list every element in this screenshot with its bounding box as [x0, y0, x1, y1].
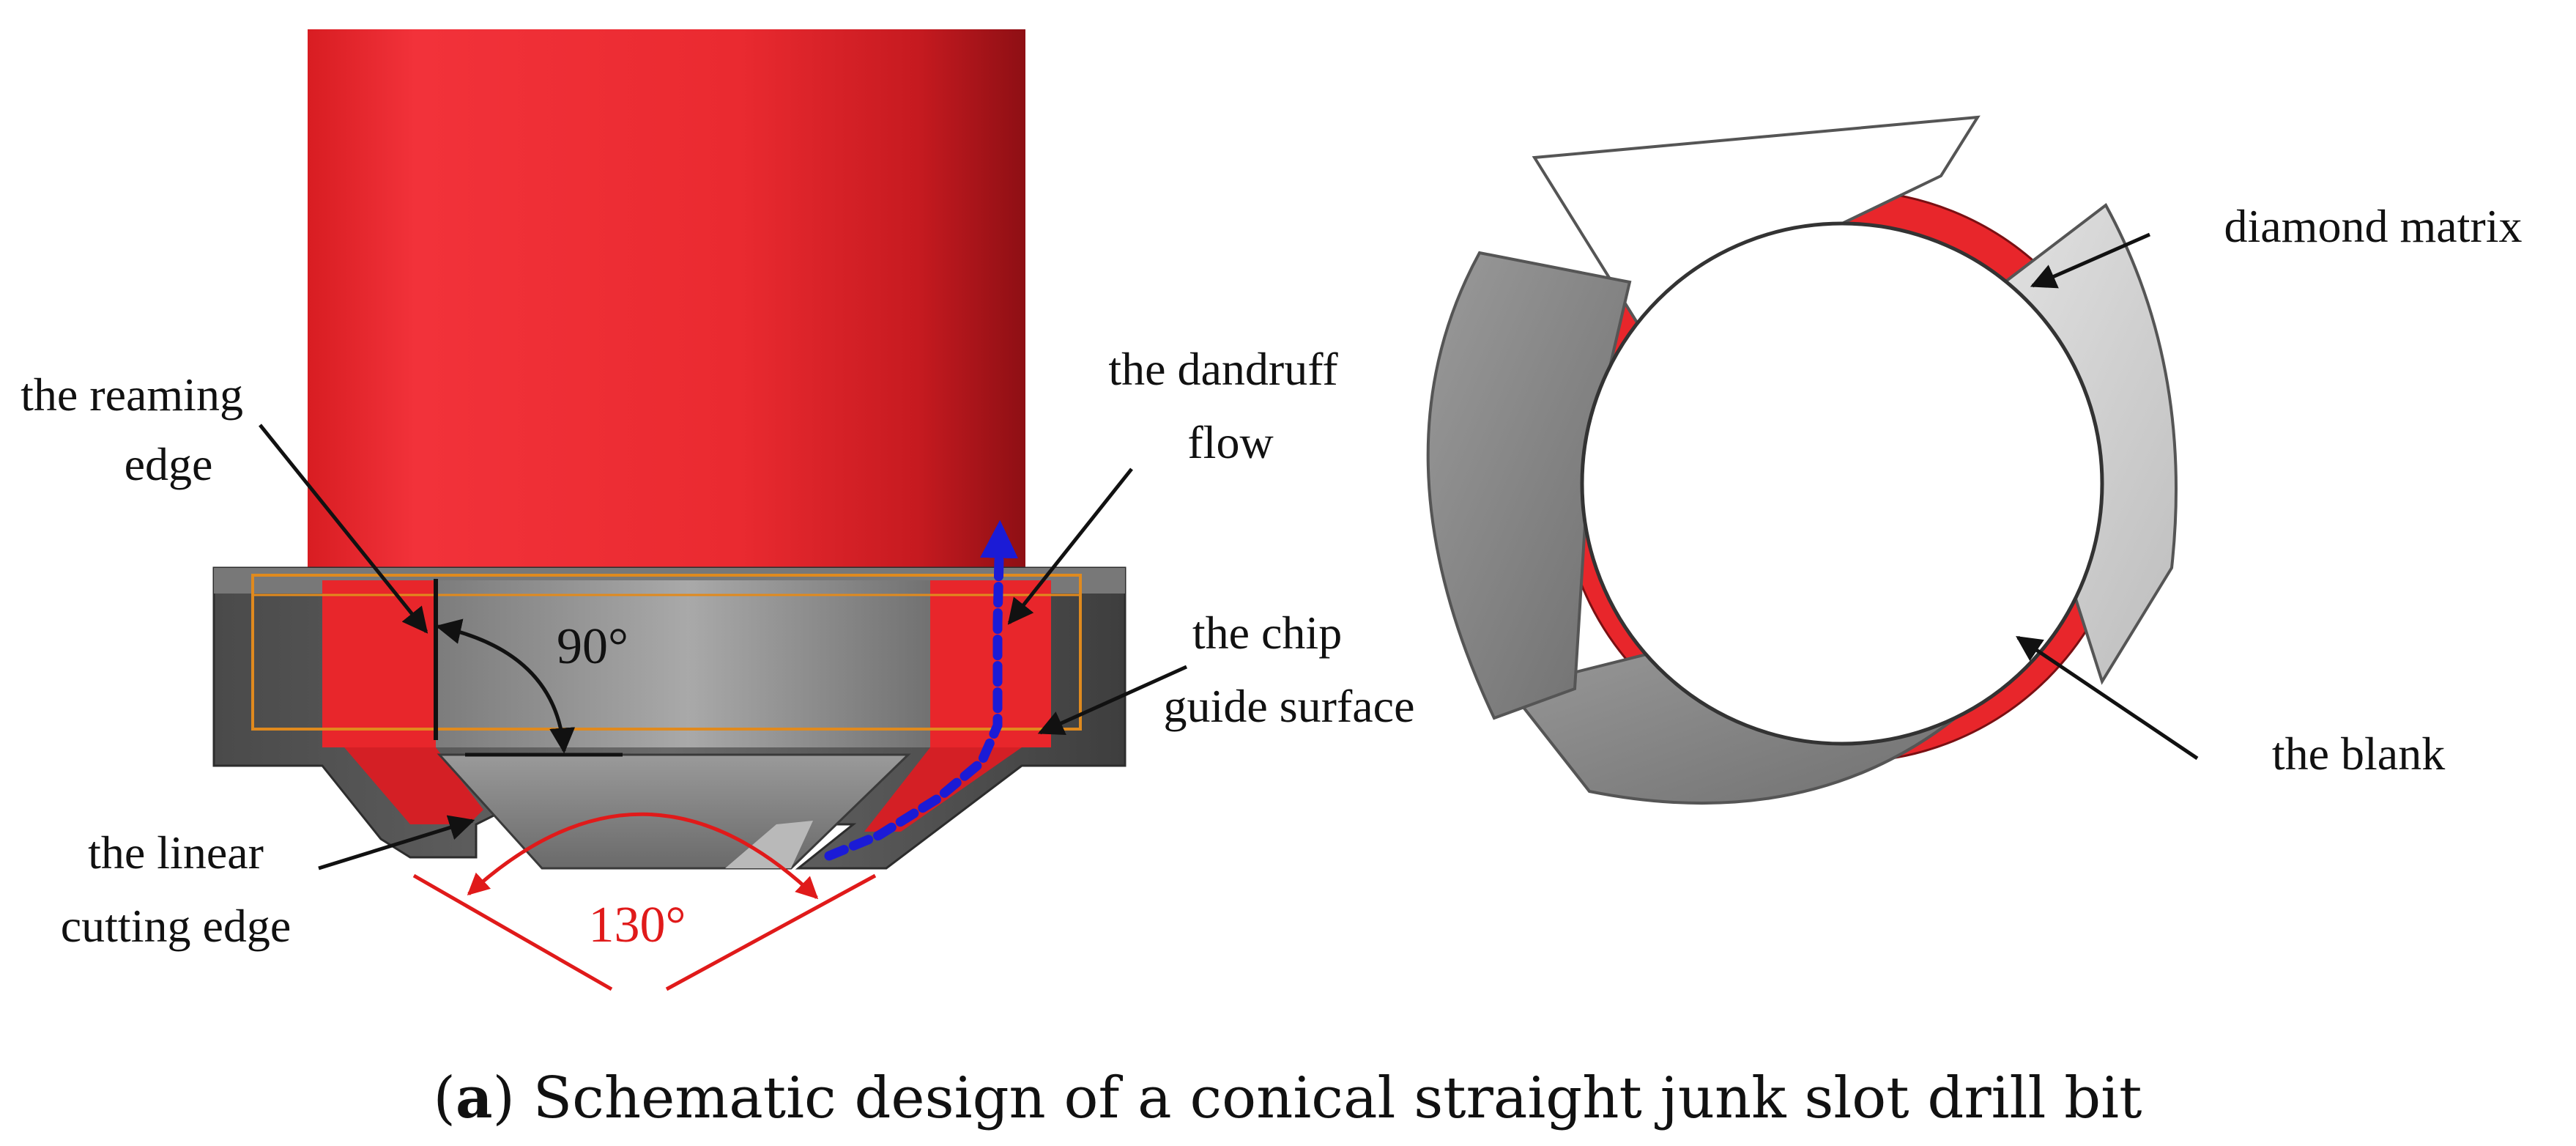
label-chip-guide-1: the chip	[1192, 607, 1342, 659]
orange-outline	[251, 574, 1082, 731]
label-angle-130: 130°	[589, 897, 686, 953]
caption-part-letter: a	[456, 1065, 493, 1131]
label-reaming-edge-1: the reaming	[21, 369, 243, 421]
label-linear-cutting-1: the linear	[88, 827, 264, 879]
segment-top	[1532, 115, 1981, 325]
leader-blank	[2016, 635, 2199, 761]
label-chip-guide-2: guide surface	[1164, 680, 1415, 732]
segment-left	[1426, 251, 1632, 720]
leader-dandruff-flow	[1007, 467, 1133, 625]
drill-bit-side-view	[212, 29, 1188, 991]
label-diamond-matrix: diamond matrix	[2224, 200, 2522, 252]
blank-left-lower	[344, 747, 483, 824]
leader-reaming-edge	[259, 424, 428, 634]
leader-diamond-matrix	[2030, 232, 2151, 289]
angle-130-arc	[467, 812, 819, 900]
drill-bit-top-view	[1426, 115, 2199, 805]
figure-caption: (a) Schematic design of a conical straig…	[434, 1065, 2142, 1131]
label-reaming-edge-2: edge	[125, 438, 213, 490]
label-dandruff-flow-2: flow	[1187, 416, 1273, 468]
cone-shadow	[725, 821, 813, 868]
blank-right	[930, 580, 1051, 747]
angle-130-line-left	[412, 873, 613, 991]
center-hole	[1580, 221, 2104, 746]
inner-band	[436, 580, 941, 747]
label-dandruff-flow-1: the dandruff	[1108, 343, 1338, 395]
angle-130-line-right	[665, 873, 877, 991]
label-linear-cutting-2: cutting edge	[61, 900, 292, 952]
caption-text: Schematic design of a conical straight j…	[515, 1065, 2142, 1131]
blank-left	[322, 580, 436, 747]
label-blank: the blank	[2272, 728, 2445, 780]
label-angle-90: 90°	[557, 618, 628, 675]
dandruff-flow-path	[824, 520, 1019, 861]
leader-chip-guide	[1037, 665, 1188, 736]
angle-90-arc	[435, 618, 576, 754]
drill-body	[308, 29, 1025, 572]
leader-linear-cutting	[318, 815, 475, 870]
